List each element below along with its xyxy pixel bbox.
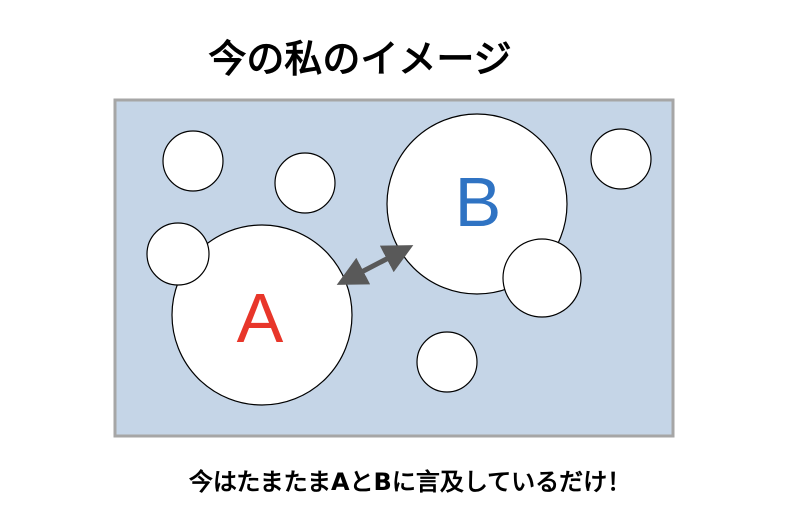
small-circle: [162, 130, 224, 192]
small-circle: [590, 128, 652, 190]
circle-a-label: A: [236, 279, 284, 357]
small-circle: [274, 152, 336, 214]
circle-a: [171, 224, 353, 406]
caption-text: 今はたまたまAとBに言及しているだけ！: [188, 468, 632, 496]
small-circle: [146, 222, 210, 286]
small-circle: [416, 331, 478, 393]
small-circle: [502, 238, 582, 318]
double-arrow-icon: [336, 245, 414, 285]
circle-b-label: B: [454, 163, 502, 241]
diagram-title: 今の私のイメージ: [208, 37, 512, 81]
